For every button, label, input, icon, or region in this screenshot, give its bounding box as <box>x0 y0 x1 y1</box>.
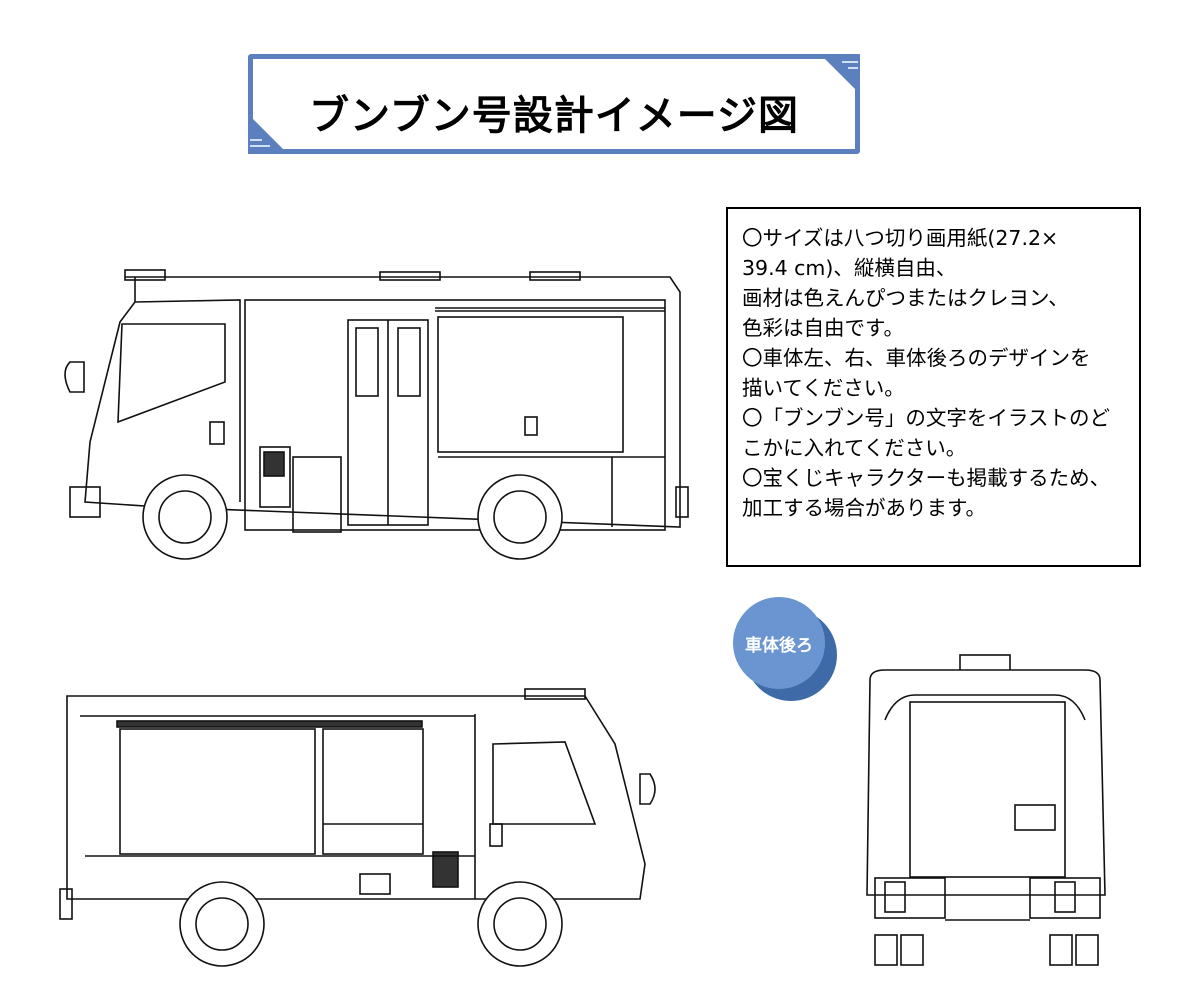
corner-decoration-top-right <box>820 54 860 94</box>
note-line: 39.4 cm)、縦横自由、 <box>742 256 957 280</box>
rear-view-badge: 車体後ろ <box>733 597 843 709</box>
rear-view-label: 車体後ろ <box>745 636 813 656</box>
note-line: こかに入れてください。 <box>742 436 967 460</box>
note-line: 画材は色えんぴつまたはクレヨン、 <box>742 286 1069 310</box>
note-line: 〇車体左、右、車体後ろのデザインを <box>742 346 1091 370</box>
note-line: 加工する場合があります。 <box>742 496 986 520</box>
truck-left-side-drawing <box>64 269 689 560</box>
truck-right-side-drawing <box>59 688 656 967</box>
note-line: 色彩は自由です。 <box>742 316 904 340</box>
note-line: 〇宝くじキャラクターも掲載するため、 <box>742 466 1111 490</box>
note-line: 描いてください。 <box>742 376 905 400</box>
instructions-box: 〇サイズは八つ切り画用紙(27.2× 39.4 cm)、縦横自由、 画材は色えん… <box>726 207 1141 567</box>
truck-rear-drawing <box>866 654 1106 966</box>
note-line: 〇サイズは八つ切り画用紙(27.2× <box>742 226 1059 250</box>
title-banner: ブンブン号設計イメージ図 <box>248 54 860 154</box>
note-line: 〇「ブンブン号」の文字をイラストのど <box>742 406 1110 430</box>
corner-decoration-bottom-left <box>248 114 288 154</box>
page-title: ブンブン号設計イメージ図 <box>309 93 799 139</box>
